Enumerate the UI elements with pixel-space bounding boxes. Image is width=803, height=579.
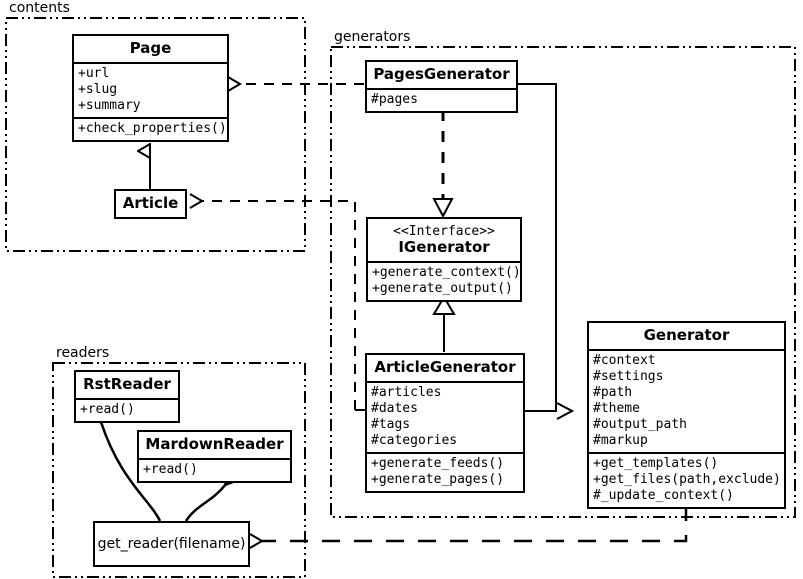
method: +read() (143, 462, 198, 477)
attribute: #markup (593, 433, 648, 448)
package-label-readers: readers (53, 345, 113, 361)
class-name-generator: Generator (643, 326, 730, 344)
attribute: +slug (78, 82, 118, 97)
class-name-article: Article (122, 194, 179, 212)
class-name-rstreader: RstReader (83, 375, 171, 393)
class-attributes-page: +url +slug +summary (74, 64, 227, 117)
attribute: +summary (78, 98, 141, 113)
class-methods-mardownreader: +read() (139, 460, 290, 481)
attribute: #output_path (593, 417, 687, 432)
class-methods-articlegenerator: +generate_feeds() +generate_pages() (367, 454, 523, 491)
attribute: #articles (371, 385, 442, 400)
class-name-text: IGenerator (398, 238, 490, 256)
method: +get_files(path,exclude) (593, 472, 781, 487)
class-attributes-generator: #context #settings #path #theme #output_… (589, 351, 784, 452)
attribute: #categories (371, 433, 458, 448)
attribute: #tags (371, 417, 411, 432)
class-name-articlegenerator: ArticleGenerator (374, 358, 516, 376)
class-box-pagesgenerator[interactable]: PagesGenerator #pages (365, 60, 518, 113)
package-label-contents: contents (6, 0, 73, 16)
class-box-articlegenerator[interactable]: ArticleGenerator #articles #dates #tags … (365, 353, 525, 493)
class-box-article[interactable]: Article (114, 189, 187, 219)
attribute: #theme (593, 401, 640, 416)
rel-articlegenerator-generalizes-igenerator (432, 295, 456, 352)
attribute: #context (593, 353, 656, 368)
method: +read() (80, 402, 135, 417)
function-box-get-reader[interactable]: get_reader(filename) (93, 521, 250, 567)
rel-articlegenerator-depends-article (189, 193, 365, 411)
rel-getreader-to-mardownreader (184, 484, 226, 522)
class-name-pagesgenerator: PagesGenerator (373, 65, 510, 83)
method: +get_templates() (593, 456, 719, 471)
attribute: +url (78, 66, 110, 81)
class-box-generator[interactable]: Generator #context #settings #path #them… (587, 321, 786, 509)
package-label-generators: generators (331, 29, 414, 45)
class-box-page[interactable]: Page +url +slug +summary +check_properti… (72, 34, 229, 142)
class-methods-rstreader: +read() (76, 400, 178, 421)
class-box-igenerator[interactable]: <<Interface>> IGenerator +generate_conte… (366, 217, 522, 302)
attribute: #settings (593, 369, 664, 384)
class-attributes-articlegenerator: #articles #dates #tags #categories (367, 383, 523, 452)
class-methods-page: +check_properties() (74, 119, 227, 140)
rel-pagesgenerator-realizes-igenerator (432, 110, 454, 219)
class-box-mardownreader[interactable]: MardownReader +read() (137, 430, 292, 483)
method: +generate_feeds() (371, 456, 505, 471)
class-box-rstreader[interactable]: RstReader +read() (74, 370, 180, 423)
method: +check_properties() (78, 121, 227, 136)
attribute: #pages (371, 92, 418, 107)
method: +generate_context() (372, 265, 521, 280)
class-methods-generator: +get_templates() +get_files(path,exclude… (589, 454, 784, 507)
class-name-mardownreader: MardownReader (145, 435, 284, 453)
function-name-get-reader: get_reader(filename) (97, 536, 246, 552)
class-attributes-pagesgenerator: #pages (367, 90, 516, 111)
method: +generate_pages() (371, 472, 505, 487)
class-name-igenerator: <<Interface>> IGenerator (368, 219, 520, 261)
method: +generate_output() (372, 281, 513, 296)
class-methods-igenerator: +generate_context() +generate_output() (368, 263, 521, 300)
class-stereotype-igenerator: <<Interface>> (393, 224, 495, 239)
rel-pagesgenerator-to-generator (518, 83, 572, 411)
class-name-page: Page (129, 39, 172, 57)
attribute: #dates (371, 401, 418, 416)
attribute: #path (593, 385, 633, 400)
method: #_update_context() (593, 488, 734, 503)
